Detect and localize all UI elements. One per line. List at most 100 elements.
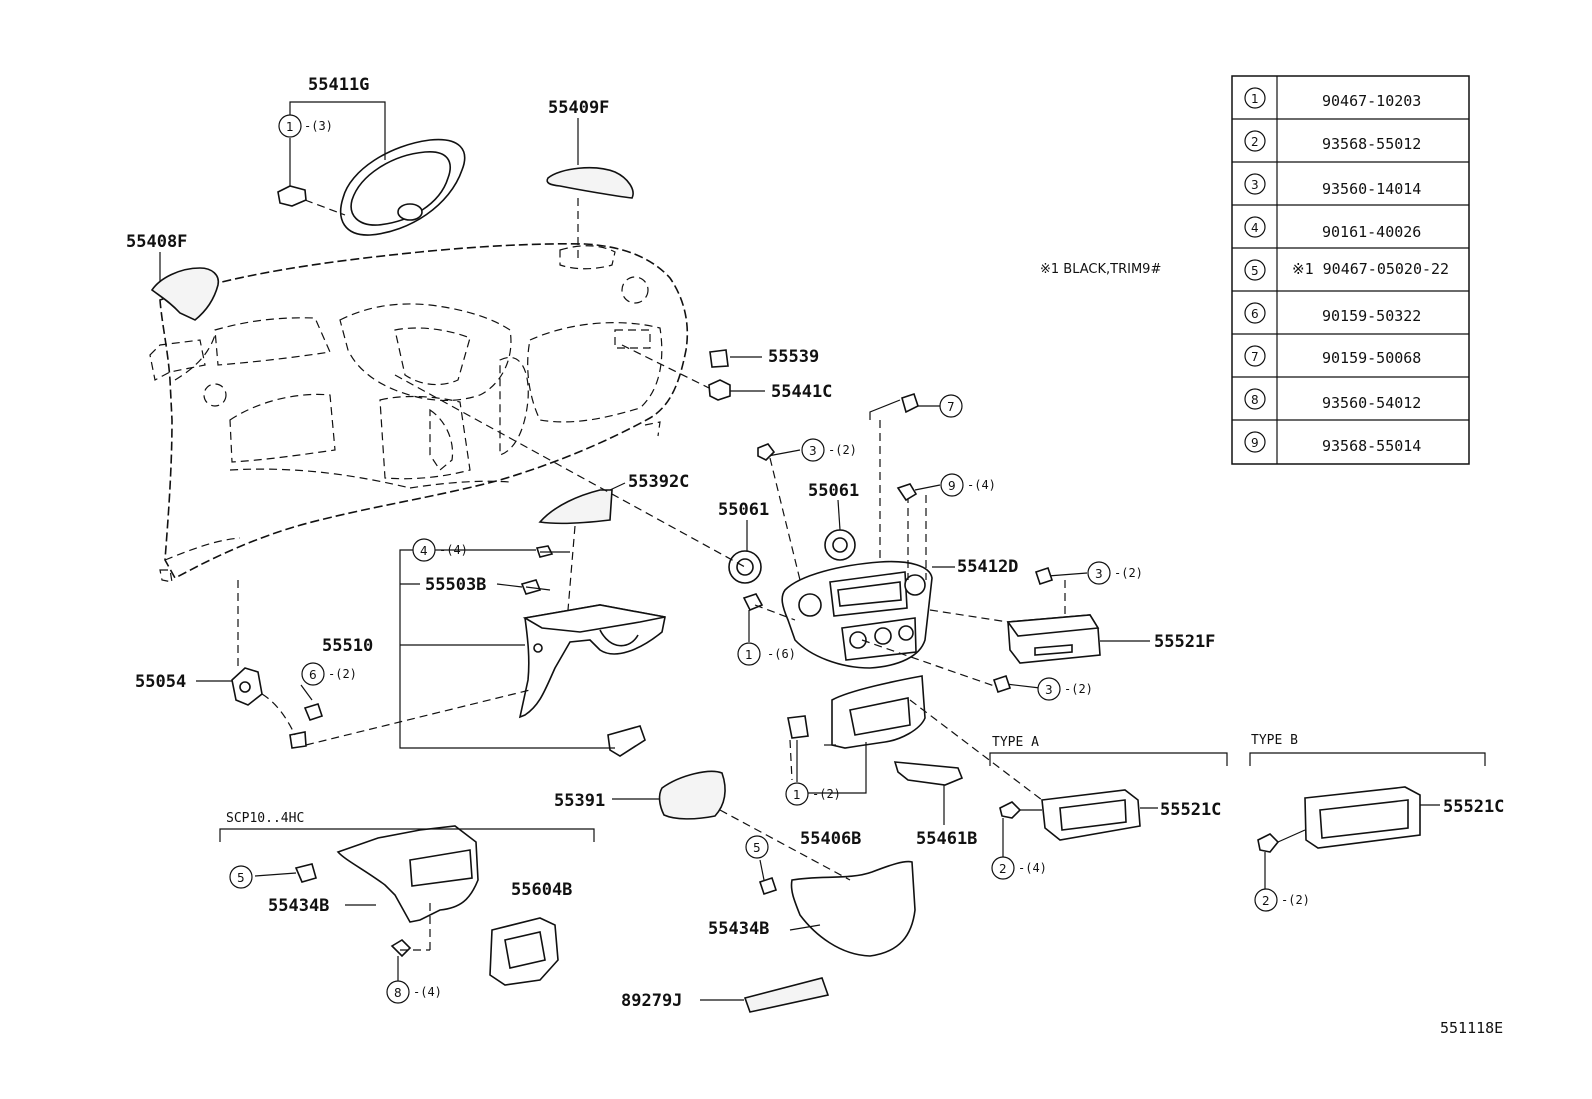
callout-5-console: 5 [745,835,769,859]
clip-55539 [709,349,729,368]
center-cluster-panel-55412D [742,560,933,669]
callout-4-glovebox-number: 4 [420,544,428,558]
table-row-number: 8 [1251,393,1259,407]
table-row-number: 1 [1251,92,1259,106]
callout-1-knob: 1 -(6) [737,642,796,666]
table-row-part: 90159-50068 [1322,349,1421,367]
fastener-table: 1 90467-10203 2 93568-55012 3 93560-1401… [1231,75,1470,465]
label-89279J: 89279J [621,991,682,1011]
plate-89279J [743,977,830,1013]
knob-55061-left [728,550,762,584]
table-row-part: 90467-10203 [1322,92,1421,110]
callout-9: 9 -(4) [940,473,996,497]
table-row-number: 6 [1251,307,1259,321]
table-row-number: 2 [1251,135,1259,149]
callout-3-top-number: 3 [809,444,817,458]
label-55604B: 55604B [511,880,572,900]
pad-55408F [150,267,220,321]
label-55539: 55539 [768,347,819,367]
callout-2-type-a-qty: -(4) [1018,861,1047,875]
table-row-part: 93560-14014 [1322,180,1421,198]
table-row: 4 90161-40026 [1244,216,1421,241]
table-row-part: ※1 90467-05020-22 [1292,260,1449,278]
group-type-a: TYPE A [989,735,1228,766]
callout-3-top: 3 -(2) [801,438,857,462]
table-row-part: 93568-55014 [1322,437,1421,455]
label-55461B: 55461B [916,829,977,849]
callout-2-type-a: 2 -(4) [991,856,1047,880]
knob-55061-right [824,529,856,561]
callout-3-lower-qty: -(2) [1064,682,1093,696]
callout-4-glovebox: 4 -(4) [412,538,468,562]
callout-1-knob-number: 1 [745,648,753,662]
callout-3-top-qty: -(2) [828,443,857,457]
label-55521C-type-b: 55521C [1443,797,1504,817]
group-scp: SCP10..4HC [219,811,595,842]
table-row-number: 7 [1251,350,1259,364]
callout-1-bracket: 1 -(2) [785,782,841,806]
callout-1-hood: 1 -(3) [278,114,333,138]
label-55392C: 55392C [628,472,689,492]
callout-8-number: 8 [394,986,402,1000]
label-55411G: 55411G [308,75,369,95]
pocket-55521F [1006,614,1101,664]
label-55521F: 55521F [1154,632,1215,652]
label-55409F: 55409F [548,98,609,118]
callout-2-type-b-number: 2 [1262,894,1270,908]
label-55434B: 55434B [708,919,769,939]
callout-6-hinge-number: 6 [309,668,317,682]
table-row: 2 93568-55012 [1244,130,1421,153]
callout-3-right-number: 3 [1095,567,1103,581]
table-row: 5 ※1 90467-05020-22 [1244,259,1449,281]
console-55434B-scp [294,825,559,986]
label-55441C: 55441C [771,382,832,402]
label-55061-left: 55061 [718,500,769,520]
label-55510: 55510 [322,636,373,656]
callout-5-scp-number: 5 [237,871,245,885]
label-55503B: 55503B [425,575,486,595]
leader-lines [159,101,1440,1001]
fasteners [757,392,1054,694]
callout-2-type-b: 2 -(2) [1254,888,1310,912]
table-row: 8 93560-54012 [1244,388,1421,412]
callout-3-right: 3 -(2) [1087,561,1143,585]
callout-6-hinge: 6 -(2) [301,662,357,686]
type-a-label: TYPE A [992,735,1039,750]
callout-5-console-number: 5 [753,841,761,855]
callout-8: 8 -(4) [386,980,442,1004]
pad-55391 [658,770,726,820]
callout-7: 7 [939,394,963,418]
pad-55392C [538,489,613,611]
table-row-part: 90159-50322 [1322,307,1421,325]
table-row-part: 93568-55012 [1322,135,1421,153]
group-type-b: TYPE B [1249,733,1486,766]
label-55406B: 55406B [800,829,861,849]
glove-box-55510 [518,545,666,757]
label-55412D: 55412D [957,557,1018,577]
label-55521C-type-a: 55521C [1160,800,1221,820]
table-row: 3 93560-14014 [1244,173,1421,198]
instrument-panel-drawing [149,243,689,583]
pad-55409F [546,166,634,262]
diagram-id: 551118E [1440,1019,1503,1037]
table-row-part: 90161-40026 [1322,223,1421,241]
type-b-label: TYPE B [1251,733,1298,748]
table-row-number: 4 [1251,221,1259,235]
label-55434B-scp: 55434B [268,896,329,916]
table-row: 9 93568-55014 [1244,431,1421,455]
console-55434B [719,809,916,957]
callout-1-bracket-number: 1 [793,788,801,802]
hinge-55054 [231,580,531,749]
table-row: 1 90467-10203 [1244,87,1421,110]
callout-3-lower: 3 -(2) [1037,677,1093,701]
table-row-number: 5 [1251,264,1259,278]
callout-8-qty: -(4) [413,985,442,999]
table-row: 7 90159-50068 [1244,345,1421,367]
label-55054: 55054 [135,672,186,692]
scp-label: SCP10..4HC [226,811,304,826]
label-55408F: 55408F [126,232,187,252]
callout-9-qty: -(4) [967,478,996,492]
pocket-55521C-type-b [1257,786,1421,853]
callout-1-hood-qty: -(3) [304,119,333,133]
